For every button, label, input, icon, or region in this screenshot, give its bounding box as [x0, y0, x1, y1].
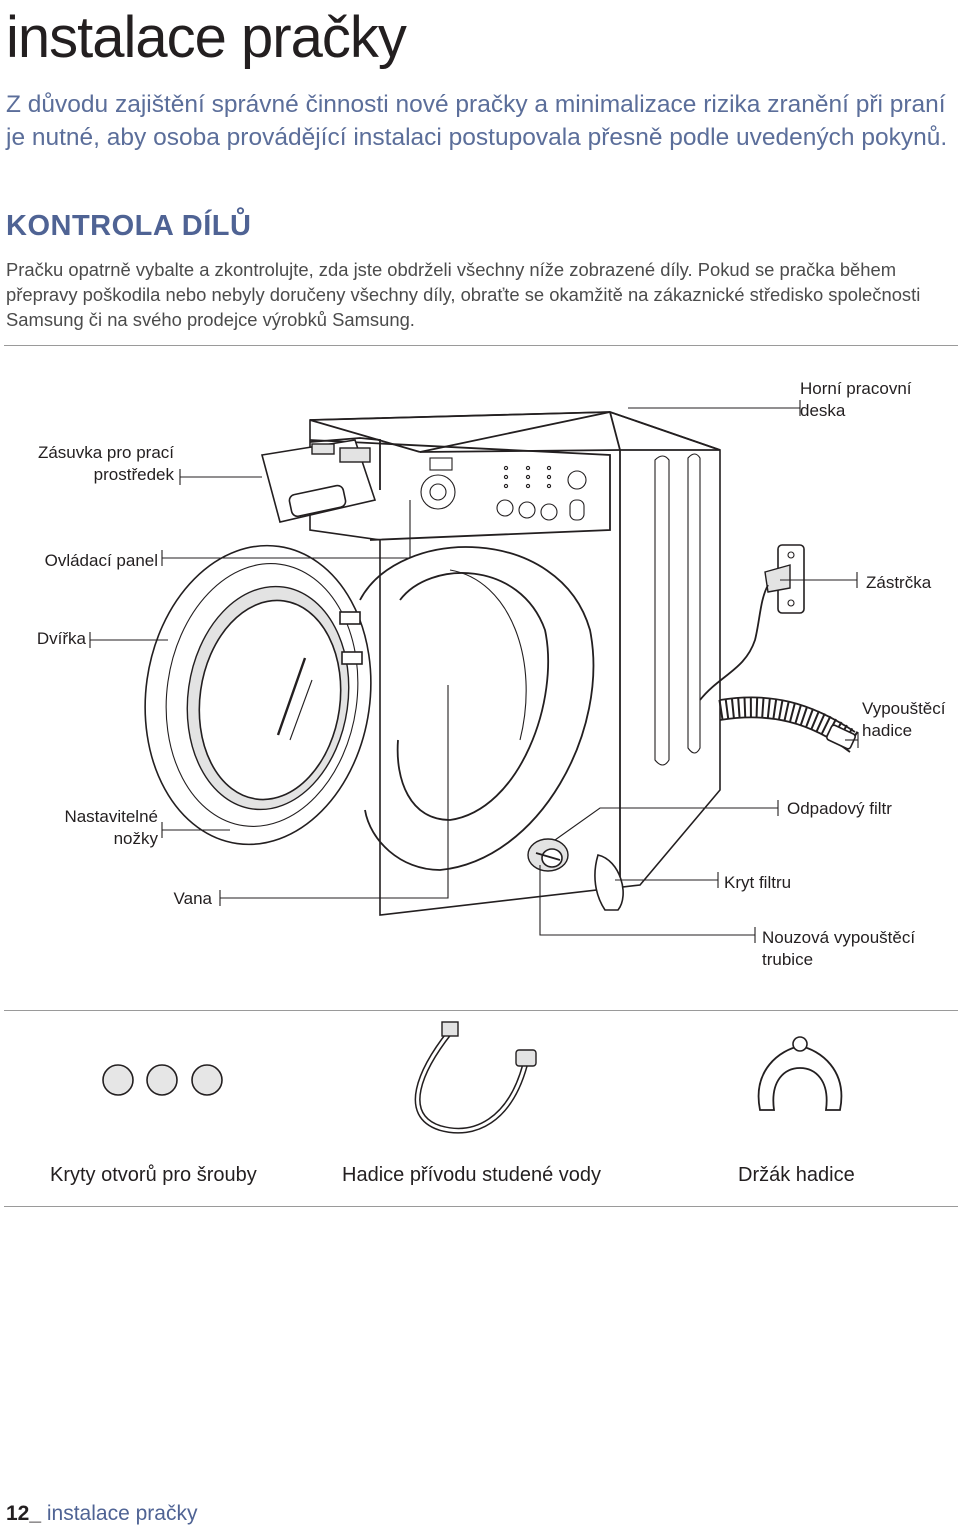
callout-control-panel: Ovládací panel [44, 551, 158, 570]
bolt-caps-icon [102, 1064, 223, 1096]
accessory-label-cold-hose: Hadice přívodu studené vody [342, 1164, 602, 1186]
plug-socket-illustration [699, 544, 805, 701]
accessory-label-bolt-caps: Kryty otvorů pro šrouby [50, 1164, 257, 1186]
drain-hose-illustration [718, 696, 861, 753]
divider-top [4, 345, 958, 346]
callout-filter-cover: Kryt filtru [724, 873, 792, 892]
page-number: 12_ [6, 1502, 42, 1525]
divider-accessories-bottom [4, 1206, 958, 1207]
section-heading: KONTROLA DÍLŮ [6, 210, 252, 242]
page-footer: 12_ instalace pračky [6, 1502, 197, 1526]
hose-guide-icon [757, 1036, 843, 1111]
accessories-illustration [102, 1021, 843, 1134]
washing-machine-diagram [89, 400, 861, 943]
callout-tub: Vana [173, 889, 212, 908]
accessory-label-hose-guide: Držák hadice [738, 1164, 855, 1186]
callout-door: Dvířka [36, 629, 86, 648]
machine-cabinet-illustration [309, 411, 721, 916]
intro-paragraph: Z důvodu zajištění správné činnosti nové… [6, 91, 948, 151]
callout-debris-filter: Odpadový filtr [787, 799, 892, 818]
detergent-drawer-illustration [260, 437, 381, 523]
footer-section: instalace pračky [41, 1502, 198, 1525]
page-title: instalace pračky [6, 5, 407, 70]
leader-lines [89, 400, 859, 943]
cold-water-hose-icon [414, 1021, 537, 1134]
door-illustration [144, 544, 372, 846]
callout-plug: Zástrčka [866, 573, 932, 592]
section-paragraph: Pračku opatrně vybalte a zkontrolujte, z… [6, 259, 921, 330]
divider-accessories-top [4, 1010, 958, 1011]
